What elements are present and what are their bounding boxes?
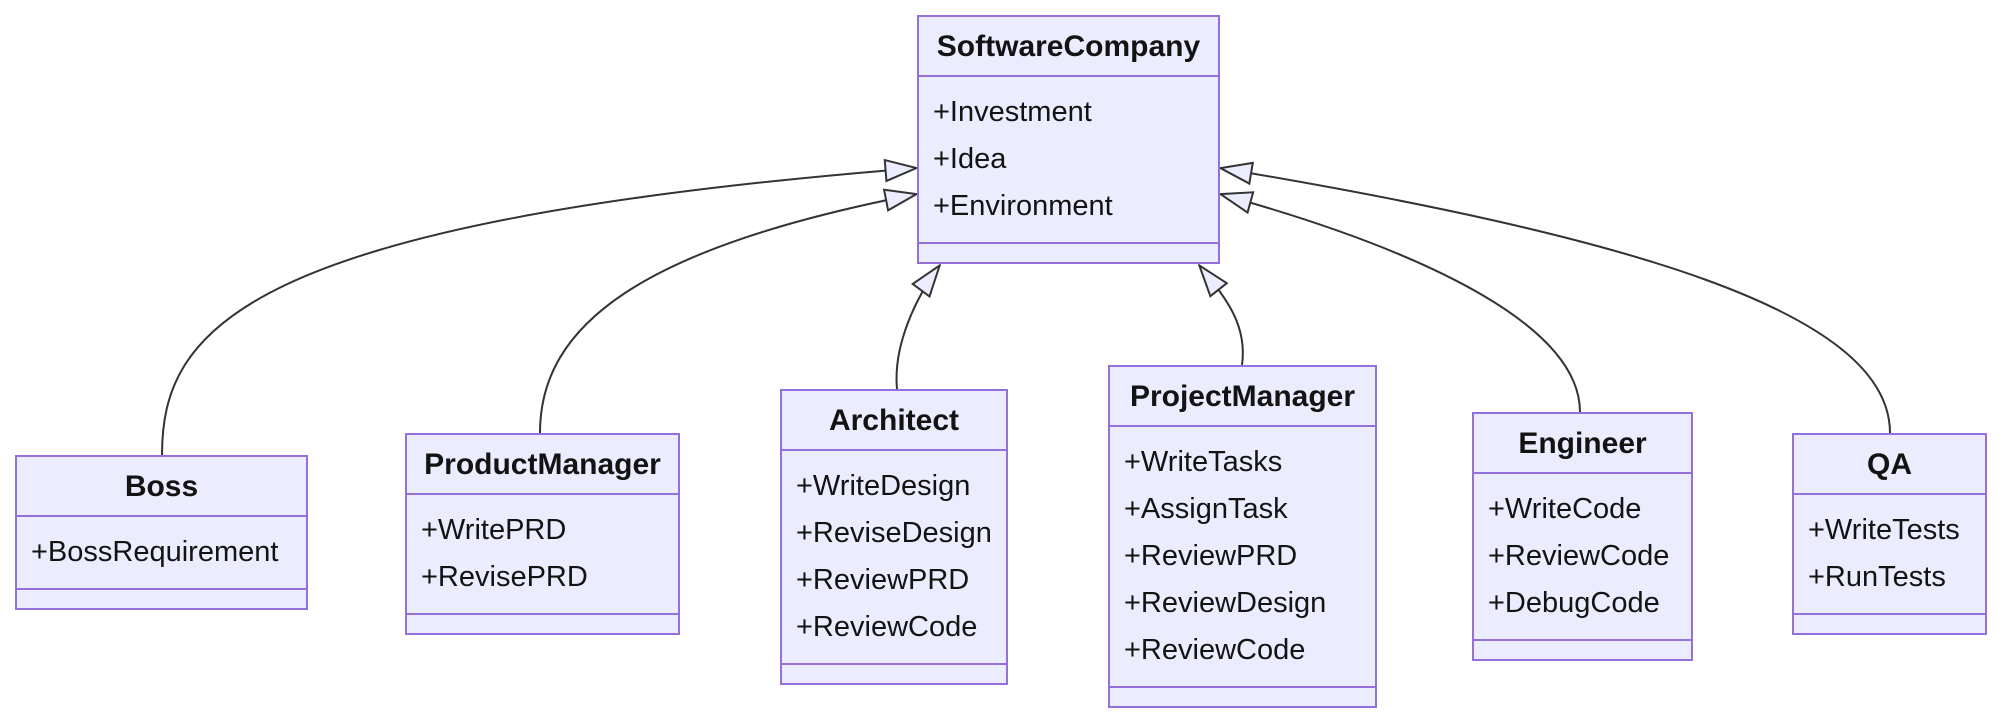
class-attributes: +Investment +Idea +Environment bbox=[919, 77, 1218, 244]
edge-boss-to-softwarecompany bbox=[161, 168, 917, 456]
class-title: Engineer bbox=[1474, 414, 1691, 474]
edge-qa-to-softwarecompany bbox=[1220, 168, 1891, 434]
class-attribute: +ReviewCode bbox=[1124, 634, 1306, 666]
class-box-productmanager: ProductManager +WritePRD +RevisePRD bbox=[405, 433, 680, 635]
class-attributes: +WriteCode +ReviewCode +DebugCode bbox=[1474, 474, 1691, 641]
class-box-architect: Architect +WriteDesign +ReviseDesign +Revi… bbox=[780, 389, 1008, 685]
class-attributes: +WriteTests +RunTests bbox=[1794, 495, 1985, 615]
class-attribute: +RevisePRD bbox=[421, 561, 588, 593]
class-attribute: +Idea bbox=[933, 143, 1007, 175]
class-attribute: +WriteCode bbox=[1488, 493, 1642, 525]
edge-architect-to-softwarecompany bbox=[895, 265, 940, 390]
class-box-projectmanager: ProjectManager +WriteTasks +AssignTask +Re… bbox=[1108, 365, 1377, 708]
class-attribute: +ReviewCode bbox=[1488, 540, 1670, 572]
class-box-engineer: Engineer +WriteCode +ReviewCode +DebugCode bbox=[1472, 412, 1693, 661]
class-attribute: +ReviseDesign bbox=[796, 517, 992, 549]
class-attribute: +Investment bbox=[933, 96, 1092, 128]
class-title: QA bbox=[1794, 435, 1985, 495]
class-title: Boss bbox=[17, 457, 306, 517]
class-attributes: +BossRequirement bbox=[17, 517, 306, 590]
class-attribute: +ReviewDesign bbox=[1124, 587, 1327, 619]
class-attribute: +AssignTask bbox=[1124, 493, 1288, 525]
class-attribute: +RunTests bbox=[1808, 561, 1946, 593]
class-methods-empty bbox=[407, 615, 678, 633]
class-attribute: +ReviewPRD bbox=[1124, 540, 1298, 572]
class-attribute: +ReviewPRD bbox=[796, 564, 970, 596]
class-box-softwarecompany: SoftwareCompany +Investment +Idea +Environ… bbox=[917, 15, 1220, 264]
class-title: ProjectManager bbox=[1110, 367, 1375, 427]
class-attribute: +ReviewCode bbox=[796, 611, 978, 643]
edge-projectmanager-to-softwarecompany bbox=[1199, 265, 1244, 366]
class-box-boss: Boss +BossRequirement bbox=[15, 455, 308, 610]
class-title: ProductManager bbox=[407, 435, 678, 495]
class-methods-empty bbox=[1794, 615, 1985, 633]
class-methods-empty bbox=[1110, 688, 1375, 706]
class-attributes: +WritePRD +RevisePRD bbox=[407, 495, 678, 615]
class-box-qa: QA +WriteTests +RunTests bbox=[1792, 433, 1987, 635]
class-methods-empty bbox=[782, 665, 1006, 683]
class-attribute: +WriteTasks bbox=[1124, 446, 1283, 478]
class-title: Architect bbox=[782, 391, 1006, 451]
edge-productmanager-to-softwarecompany bbox=[539, 194, 917, 434]
class-methods-empty bbox=[919, 244, 1218, 262]
class-attribute: +Environment bbox=[933, 190, 1113, 222]
class-attributes: +WriteDesign +ReviseDesign +ReviewPRD +Revi… bbox=[782, 451, 1006, 665]
class-attribute: +BossRequirement bbox=[31, 536, 279, 568]
class-attribute: +WriteTests bbox=[1808, 514, 1960, 546]
edge-engineer-to-softwarecompany bbox=[1220, 194, 1581, 413]
class-methods-empty bbox=[17, 590, 306, 608]
class-attribute: +DebugCode bbox=[1488, 587, 1660, 619]
class-methods-empty bbox=[1474, 641, 1691, 659]
class-attribute: +WriteDesign bbox=[796, 470, 971, 502]
class-attributes: +WriteTasks +AssignTask +ReviewPRD +ReviewD… bbox=[1110, 427, 1375, 688]
class-title: SoftwareCompany bbox=[919, 17, 1218, 77]
class-attribute: +WritePRD bbox=[421, 514, 567, 546]
